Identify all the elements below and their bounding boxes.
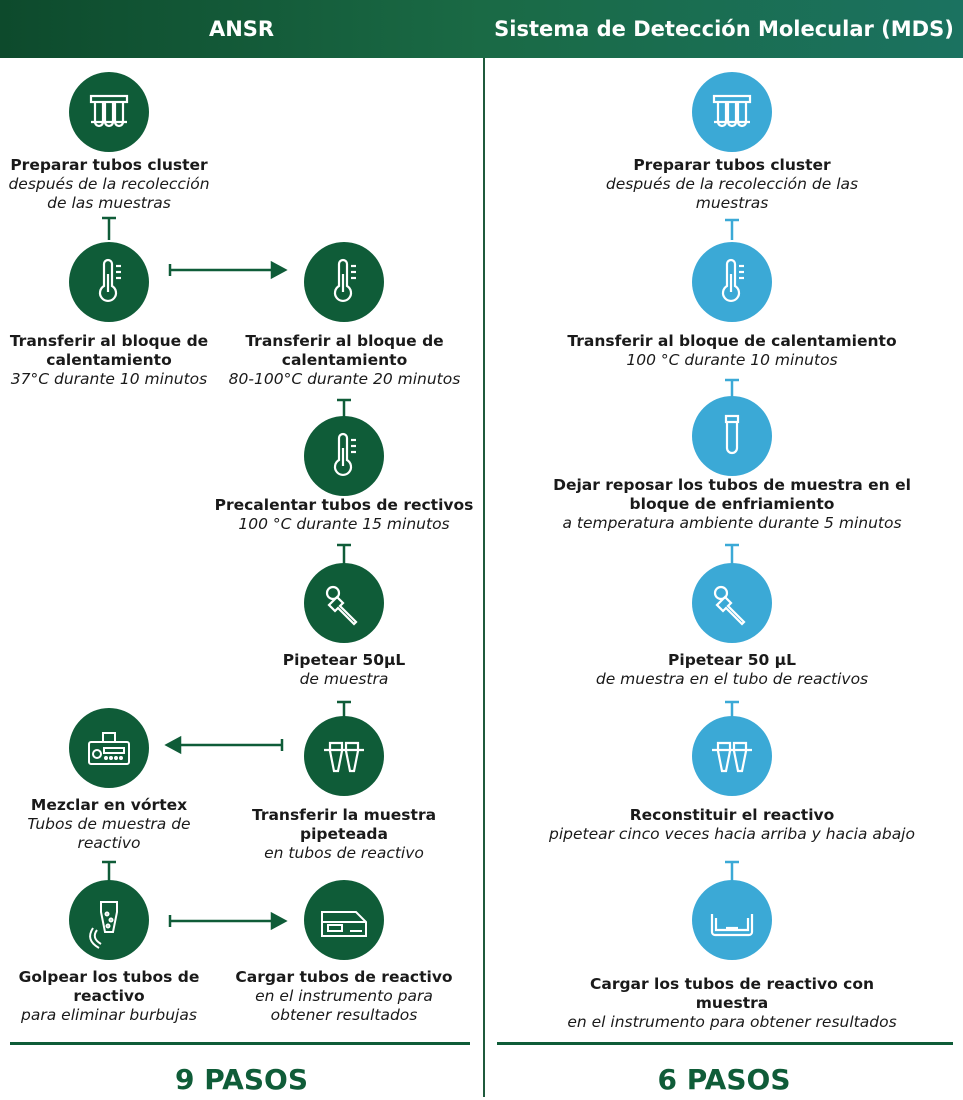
mds-bottom-rule xyxy=(497,1042,953,1045)
column-divider xyxy=(483,58,485,1097)
ansr-step-9-label: Cargar tubos de reactivo en el instrumen… xyxy=(228,968,460,1025)
ansr-bottom-rule xyxy=(10,1042,470,1045)
ansr-step-8-label: Golpear los tubos de reactivo para elimi… xyxy=(0,968,218,1025)
header-bar: ANSR Sistema de Detección Molecular (MDS… xyxy=(0,0,963,58)
tray-instrument-icon xyxy=(692,880,772,960)
pipette-icon xyxy=(692,563,772,643)
step-title: Transferir al bloque de calentamiento xyxy=(245,332,444,369)
test-tubes-rack-icon xyxy=(69,72,149,152)
step-subtitle: 100 °C durante 15 minutos xyxy=(238,515,450,533)
step-title: Transferir la muestra pipeteada xyxy=(251,806,437,843)
mds-step-2-label: Transferir al bloque de calentamiento 10… xyxy=(552,332,912,370)
step-subtitle: después de la recolección de las muestra… xyxy=(8,175,210,212)
mds-step-5-label: Reconstituir el reactivo pipetear cinco … xyxy=(530,806,934,844)
step-subtitle: de muestra en el tubo de reactivos xyxy=(595,670,869,688)
step-title: Precalentar tubos de rectivos xyxy=(214,496,474,514)
sample-tube-icon xyxy=(692,396,772,476)
step-subtitle: 37°C durante 10 minutos xyxy=(10,370,208,388)
mds-step-3-label: Dejar reposar los tubos de muestra en el… xyxy=(540,476,924,533)
step-subtitle: pipetear cinco veces hacia arriba y haci… xyxy=(549,825,915,843)
reagent-tubes-icon xyxy=(304,716,384,796)
vortex-mixer-icon xyxy=(69,708,149,788)
step-subtitle: Tubos de muestra de reactivo xyxy=(27,815,191,852)
step-title: Preparar tubos cluster xyxy=(633,156,831,174)
step-subtitle: para eliminar burbujas xyxy=(21,1006,197,1024)
step-subtitle: 100 °C durante 10 minutos xyxy=(626,351,838,369)
ansr-step-7-label: Mezclar en vórtex Tubos de muestra de re… xyxy=(0,796,218,853)
tap-tube-icon xyxy=(69,880,149,960)
ansr-step-6-label: Transferir la muestra pipeteada en tubos… xyxy=(228,806,460,863)
step-subtitle: 80-100°C durante 20 minutos xyxy=(228,370,461,388)
thermometer-icon xyxy=(304,242,384,322)
ansr-title: ANSR xyxy=(208,17,275,41)
ansr-step-2-label: Transferir al bloque de calentamiento 37… xyxy=(0,332,218,389)
instrument-icon xyxy=(304,880,384,960)
step-title: Transferir al bloque de calentamiento xyxy=(9,332,209,369)
step-title: Reconstituir el reactivo xyxy=(629,806,835,824)
step-subtitle: en tubos de reactivo xyxy=(264,844,424,862)
mds-step-4-label: Pipetear 50 µL de muestra en el tubo de … xyxy=(562,651,902,689)
ansr-step-3-label: Transferir al bloque de calentamiento 80… xyxy=(222,332,467,389)
step-title: Dejar reposar los tubos de muestra en el… xyxy=(553,476,911,513)
thermometer-icon xyxy=(304,416,384,496)
ansr-step-5-label: Pipetear 50µL de muestra xyxy=(244,651,444,689)
step-title: Preparar tubos cluster xyxy=(10,156,208,174)
step-title: Pipetear 50µL xyxy=(282,651,406,669)
step-title: Mezclar en vórtex xyxy=(30,796,188,814)
reagent-tubes-icon xyxy=(692,716,772,796)
ansr-step-1-label: Preparar tubos cluster después de la rec… xyxy=(0,156,218,213)
step-title: Transferir al bloque de calentamiento xyxy=(567,332,897,350)
mds-step-6-label: Cargar los tubos de reactivo con muestra… xyxy=(552,975,912,1032)
thermometer-icon xyxy=(69,242,149,322)
step-title: Cargar tubos de reactivo xyxy=(235,968,453,986)
step-subtitle: de muestra xyxy=(299,670,389,688)
test-tubes-rack-icon xyxy=(692,72,772,152)
step-title: Pipetear 50 µL xyxy=(668,651,796,669)
ansr-total-steps: 9 PASOS xyxy=(175,1063,308,1096)
mds-total-steps: 6 PASOS xyxy=(657,1063,791,1096)
mds-step-1-label: Preparar tubos cluster después de la rec… xyxy=(602,156,862,213)
step-subtitle: en el instrumento para obtener resultado… xyxy=(255,987,433,1024)
step-subtitle: después de la recolección de las muestra… xyxy=(605,175,859,212)
ansr-step-4-label: Precalentar tubos de rectivos 100 °C dur… xyxy=(206,496,482,534)
thermometer-icon xyxy=(692,242,772,322)
step-title: Golpear los tubos de reactivo xyxy=(18,968,200,1005)
pipette-icon xyxy=(304,563,384,643)
mds-title: Sistema de Detección Molecular (MDS) xyxy=(494,17,954,41)
step-title: Cargar los tubos de reactivo con muestra xyxy=(589,975,875,1012)
step-subtitle: en el instrumento para obtener resultado… xyxy=(567,1013,897,1031)
step-subtitle: a temperatura ambiente durante 5 minutos xyxy=(562,514,902,532)
